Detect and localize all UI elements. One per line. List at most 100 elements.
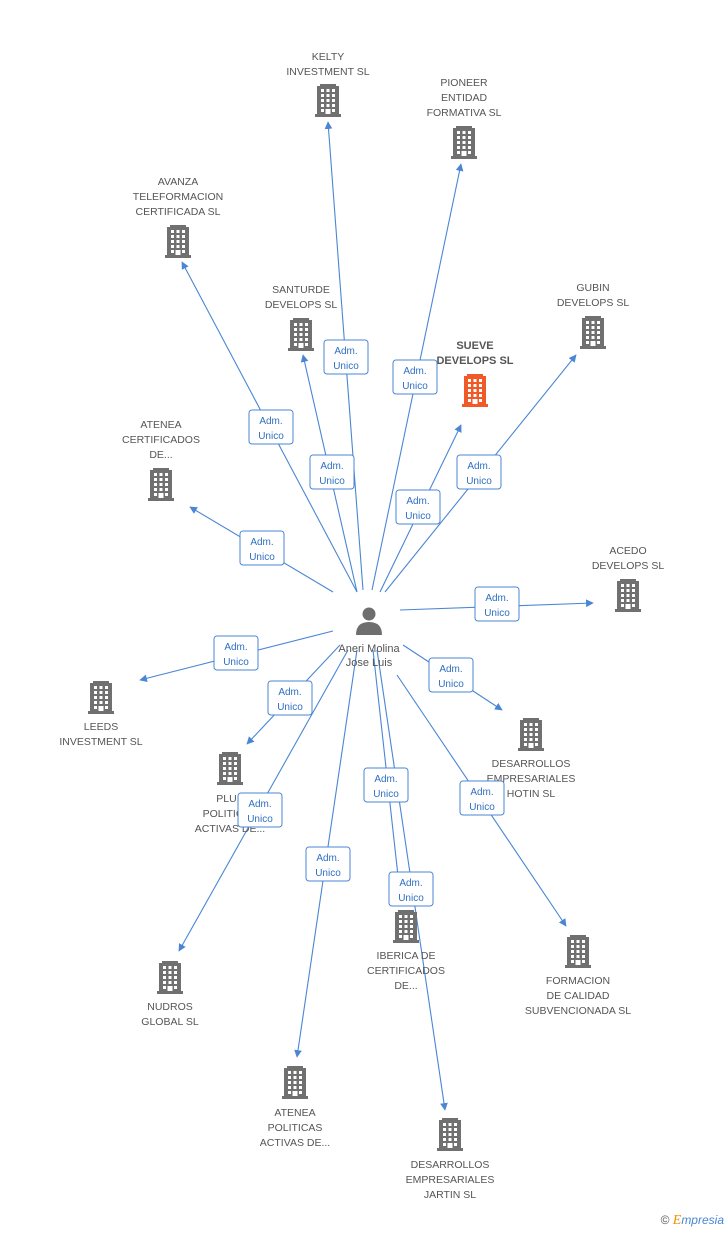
role-badge[interactable]: Adm.Unico — [459, 780, 505, 816]
building-icon[interactable] — [157, 961, 183, 994]
role-badge[interactable]: Adm.Unico — [474, 586, 520, 622]
company-label-line: DEVELOPS SL — [592, 560, 665, 572]
role-badge[interactable]: Adm. Unico — [428, 657, 474, 693]
role-text: Unico — [398, 893, 424, 904]
company-label-line: DEVELOPS SL — [557, 297, 630, 309]
role-text: Adm. — [259, 416, 282, 427]
company-label-line: ENTIDAD — [441, 92, 488, 104]
company-label-avanza[interactable]: AVANZA TELEFORMACION CERTIFICADA SL — [133, 176, 223, 218]
building-icon[interactable] — [615, 579, 641, 612]
role-text: Unico — [249, 552, 275, 563]
company-label-desarrollos-hotin[interactable]: DESARROLLOS EMPRESARIALES HOTIN SL — [487, 758, 576, 800]
building-icon[interactable] — [165, 225, 191, 258]
building-icon[interactable] — [282, 1066, 308, 1099]
role-text: Unico — [484, 608, 510, 619]
empresia-logo: © Empresia — [661, 1213, 724, 1229]
role-badge[interactable]: Adm.Unico — [456, 454, 502, 490]
company-label-line: SANTURDE — [272, 284, 330, 296]
building-icon[interactable] — [565, 935, 591, 968]
role-text: Adm. — [374, 774, 397, 785]
role-badge[interactable]: Adm. Unico — [213, 635, 259, 671]
building-icon[interactable] — [437, 1118, 463, 1151]
role-text: Unico — [402, 381, 428, 392]
building-icon[interactable] — [217, 752, 243, 785]
role-text: Unico — [247, 814, 273, 825]
company-label-line: GUBIN — [576, 282, 609, 294]
role-text: Adm. — [439, 664, 462, 675]
company-label-line: ACEDO — [609, 545, 646, 557]
company-label-line: ATENEA — [140, 419, 181, 431]
role-badge[interactable]: Adm.Unico — [388, 871, 434, 907]
building-icon[interactable] — [518, 718, 544, 751]
building-icon[interactable] — [315, 84, 341, 117]
company-label-acedo[interactable]: ACEDO DEVELOPS SL — [592, 545, 665, 572]
company-label-line: ATENEA — [274, 1107, 315, 1119]
role-badge[interactable]: Adm.Unico — [323, 339, 369, 375]
role-badge[interactable]: Adm.Unico — [395, 489, 441, 525]
company-label-line: EMPRESARIALES — [487, 773, 576, 785]
role-badge[interactable]: Adm.Unico — [309, 454, 355, 490]
role-text: Unico — [333, 361, 359, 372]
building-icon[interactable] — [580, 316, 606, 349]
company-label-line: DE... — [149, 449, 172, 461]
building-icon[interactable] — [462, 374, 488, 407]
company-label-line: CERTIFICADA SL — [136, 206, 221, 218]
role-text: Unico — [466, 476, 492, 487]
person-icon — [356, 607, 382, 635]
building-icon[interactable] — [148, 468, 174, 501]
company-label-gubin[interactable]: GUBIN DEVELOPS SL — [557, 282, 630, 309]
role-badge[interactable]: Adm. Unico — [392, 359, 438, 395]
role-badge[interactable]: Adm.Unico — [305, 846, 351, 882]
role-text: Adm. — [278, 687, 301, 698]
role-text: Adm. — [316, 853, 339, 864]
role-text: Unico — [405, 511, 431, 522]
company-label-atenea-cert[interactable]: ATENEA CERTIFICADOS DE... — [122, 419, 200, 461]
company-label-line: SUEVE — [456, 340, 493, 352]
company-label-line: KELTY — [312, 51, 344, 63]
role-text: Unico — [277, 702, 303, 713]
company-label-line: TELEFORMACION — [133, 191, 223, 203]
role-badge[interactable]: Adm. Unico — [267, 680, 313, 716]
company-label-line: POLITICAS — [268, 1122, 323, 1134]
role-badge[interactable]: Adm.Unico — [239, 530, 285, 566]
role-text: Unico — [258, 431, 284, 442]
role-badge[interactable]: Adm. Unico — [237, 792, 283, 828]
company-label-line: PIONEER — [440, 77, 488, 89]
company-label-line: HOTIN SL — [507, 788, 556, 800]
company-label-line: DE... — [394, 980, 417, 992]
company-label-line: LEEDS — [84, 721, 118, 733]
role-text: Adm. — [224, 642, 247, 653]
role-text: Adm. — [403, 366, 426, 377]
company-label-line: CERTIFICADOS — [367, 965, 445, 977]
role-text: Unico — [223, 657, 249, 668]
role-text: Unico — [469, 802, 495, 813]
company-label-line: PLUS — [216, 793, 243, 805]
person-name-line: Aneri Molina — [338, 643, 400, 655]
building-icon[interactable] — [393, 910, 419, 943]
company-label-line: CERTIFICADOS — [122, 434, 200, 446]
role-badge[interactable]: Adm.Unico — [363, 767, 409, 803]
company-label-line: EMPRESARIALES — [406, 1174, 495, 1186]
company-label-line: AVANZA — [158, 176, 198, 188]
role-badge[interactable]: Adm. Unico — [248, 409, 294, 445]
building-icon[interactable] — [451, 126, 477, 159]
company-label-line: DESARROLLOS — [492, 758, 571, 770]
role-text: Adm. — [248, 799, 271, 810]
role-text: Unico — [438, 679, 464, 690]
company-label-line: GLOBAL SL — [141, 1016, 199, 1028]
building-icon[interactable] — [88, 681, 114, 714]
company-label-line: FORMACION — [546, 975, 610, 987]
building-icon[interactable] — [288, 318, 314, 351]
